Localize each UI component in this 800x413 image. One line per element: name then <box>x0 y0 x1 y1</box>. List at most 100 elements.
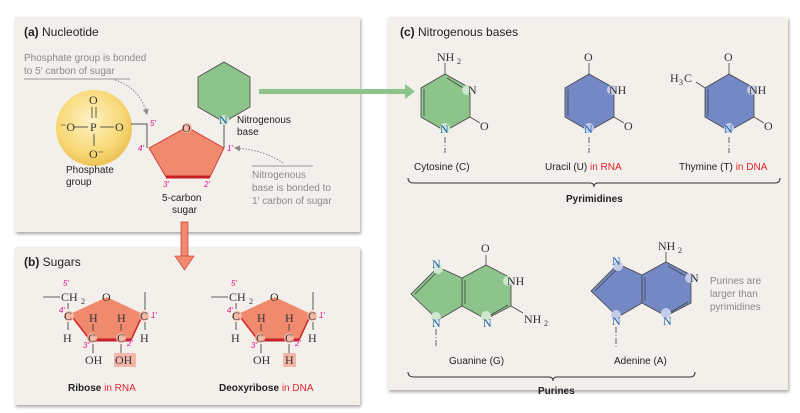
svg-text:2: 2 <box>457 57 461 66</box>
svg-text:H: H <box>308 331 317 345</box>
phosphate-o-bottom: O⁻ <box>89 147 104 161</box>
svg-text:NH: NH <box>609 83 627 97</box>
phosphate-group-circle <box>56 90 132 166</box>
svg-text:OH: OH <box>85 353 103 367</box>
base-label-1: Nitrogenous <box>237 115 291 126</box>
phosphate-p: P <box>90 120 97 134</box>
base-note-line2: base is bonded to <box>252 183 331 194</box>
svg-text:N: N <box>612 314 621 328</box>
svg-text:H: H <box>140 331 149 345</box>
purines-brace <box>407 371 696 382</box>
svg-text:H: H <box>285 311 294 325</box>
svg-text:N: N <box>468 83 477 97</box>
phosphate-label-2: group <box>66 177 92 188</box>
svg-text:O: O <box>480 119 489 133</box>
deoxyribose-c2-group: H <box>285 353 294 367</box>
svg-text:C: C <box>232 309 240 323</box>
svg-text:H: H <box>257 311 266 325</box>
carbon-label-5: 5′ <box>150 119 156 128</box>
base-note-line1: Nitrogenous <box>252 170 306 181</box>
base-note-line3: 1′ carbon of sugar <box>252 196 332 207</box>
purine-note-line2: larger than <box>710 289 758 300</box>
svg-text:C: C <box>684 71 692 85</box>
phosphate-o-right: O <box>115 120 124 134</box>
svg-text:H: H <box>63 331 72 345</box>
svg-text:N: N <box>432 316 441 330</box>
uracil-structure: O NH O N <box>564 50 633 153</box>
carbon-label-4: 4′ <box>138 144 144 153</box>
purine-note-line1: Purines are <box>710 276 762 287</box>
svg-text:C: C <box>256 331 264 345</box>
svg-text:N: N <box>612 254 621 268</box>
svg-text:NH: NH <box>437 50 455 64</box>
svg-text:C: C <box>140 309 148 323</box>
svg-text:C: C <box>308 309 316 323</box>
svg-text:O: O <box>270 290 279 304</box>
svg-text:2: 2 <box>81 297 85 306</box>
svg-text:1′: 1′ <box>151 311 157 320</box>
pyrimidines-brace <box>407 177 781 188</box>
svg-text:1′: 1′ <box>319 311 325 320</box>
svg-text:OH: OH <box>253 353 271 367</box>
svg-text:O: O <box>584 50 593 64</box>
svg-text:H: H <box>231 331 240 345</box>
phosphate-o-left: ⁻O <box>60 120 75 134</box>
svg-text:2: 2 <box>678 246 682 255</box>
phosphate-o-top: O <box>89 93 98 107</box>
svg-text:N: N <box>584 122 593 136</box>
svg-text:NH: NH <box>524 312 542 326</box>
arrow-to-sugars <box>174 221 195 271</box>
phosphate-note-line1: Phosphate group is bonded <box>24 53 146 64</box>
svg-text:C: C <box>285 331 293 345</box>
svg-text:3′: 3′ <box>251 341 257 350</box>
svg-text:O: O <box>102 290 111 304</box>
cytosine-label: Cytosine (C) <box>414 162 470 173</box>
svg-text:2′: 2′ <box>126 339 133 348</box>
deoxyribose-caption: Deoxyribose in DNA <box>219 383 314 394</box>
ribose-c2-highlight <box>114 353 136 367</box>
carbon-label-2: 2′ <box>203 180 210 189</box>
svg-text:N: N <box>724 122 733 136</box>
carbon-label-3: 3′ <box>163 180 169 189</box>
base-label-2: base <box>237 127 259 138</box>
svg-text:O: O <box>481 241 490 255</box>
svg-text:N: N <box>483 316 492 330</box>
svg-text:4′: 4′ <box>59 306 65 315</box>
ribose-c2-group: OH <box>115 353 133 367</box>
svg-text:O: O <box>764 119 773 133</box>
svg-text:2′: 2′ <box>294 339 301 348</box>
sugar-ring-o: O <box>182 121 191 135</box>
svg-text:NH: NH <box>749 83 767 97</box>
svg-text:CH: CH <box>61 290 78 304</box>
phosphate-label-1: Phosphate <box>66 165 114 176</box>
guanine-label: Guanine (G) <box>449 356 504 367</box>
base-n: N <box>219 113 228 127</box>
thymine-label: Thymine (T) in DNA <box>679 162 768 173</box>
svg-text:5′: 5′ <box>63 279 69 288</box>
svg-text:H: H <box>670 71 679 85</box>
ribose-caption: Ribose in RNA <box>68 383 136 394</box>
phosphate-note-line2: to 5′ carbon of sugar <box>24 66 115 77</box>
base-note-arrow <box>234 145 284 164</box>
svg-text:C: C <box>117 331 125 345</box>
arrow-to-bases <box>259 84 415 99</box>
svg-text:C: C <box>88 331 96 345</box>
svg-text:N: N <box>440 122 449 136</box>
purines-label: Purines <box>538 386 575 397</box>
sugar-label-1: 5-carbon <box>162 193 201 204</box>
svg-text:3′: 3′ <box>83 341 89 350</box>
pyrimidines-label: Pyrimidines <box>566 194 623 205</box>
phosphate-note-arrow <box>114 79 149 115</box>
svg-text:H: H <box>117 311 126 325</box>
panel-c-title: (c) Nitrogenous bases <box>400 25 518 39</box>
svg-text:2: 2 <box>544 319 548 328</box>
svg-text:N: N <box>432 257 441 271</box>
svg-text:N: N <box>663 314 672 328</box>
svg-text:O: O <box>724 50 733 64</box>
